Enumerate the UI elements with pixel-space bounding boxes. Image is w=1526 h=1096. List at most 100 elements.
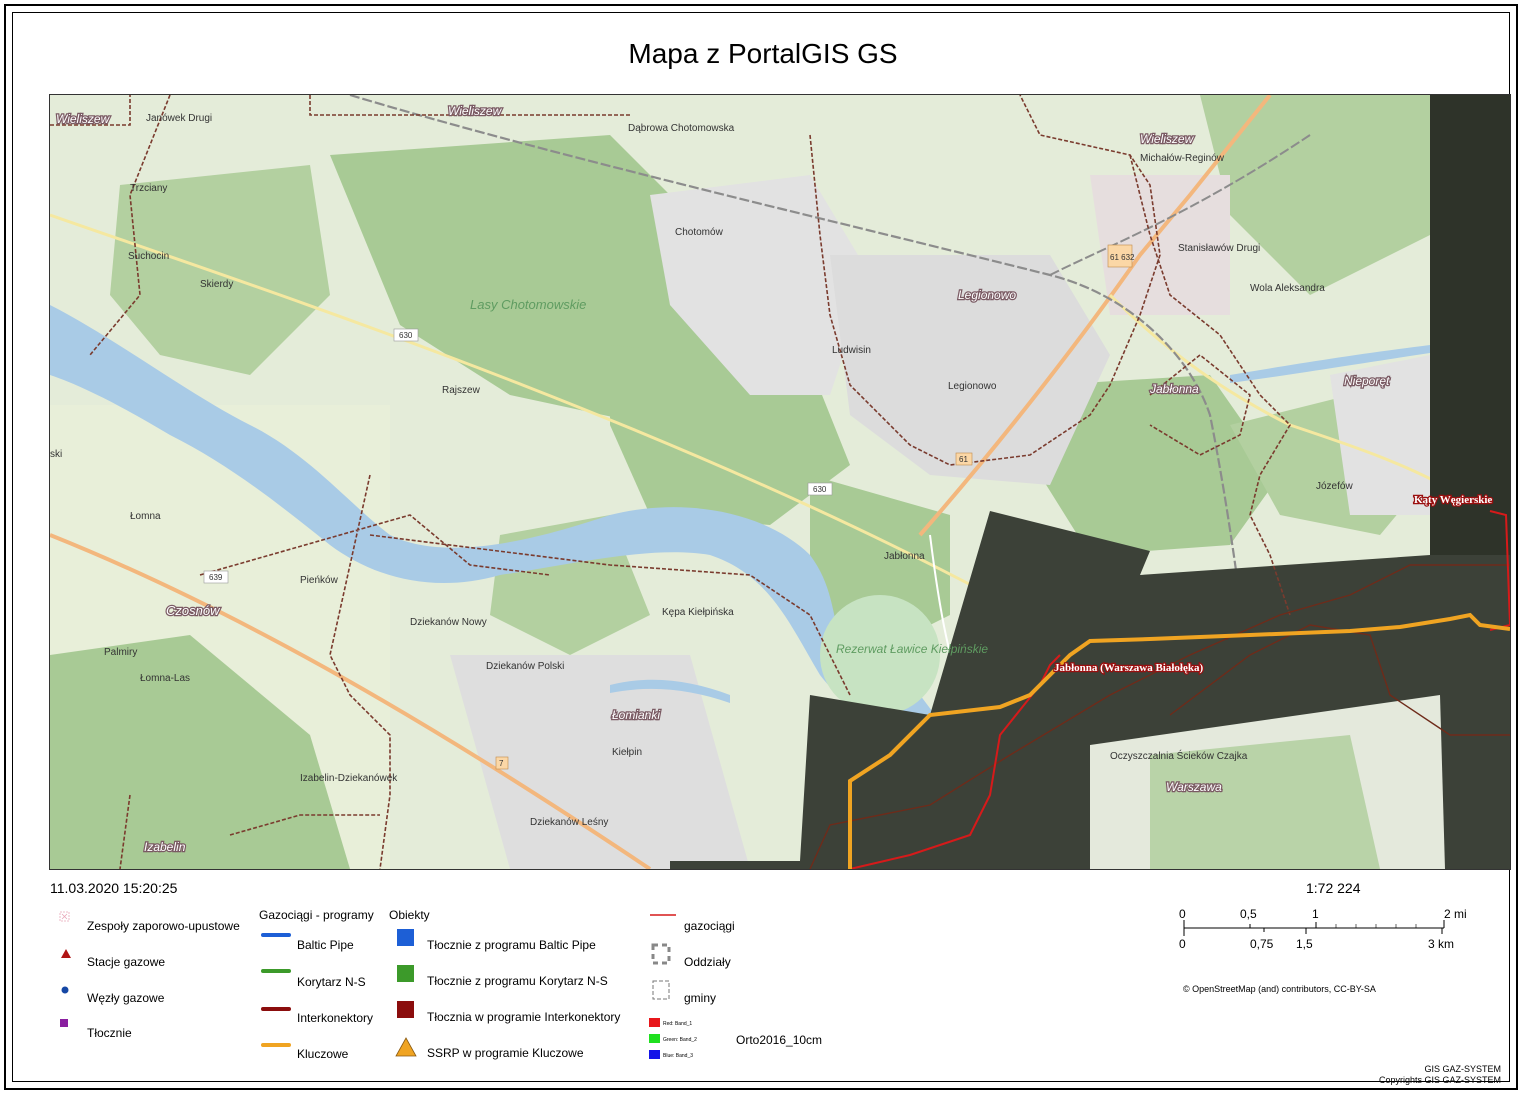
label-kepa: Kępa Kiełpińska — [662, 607, 734, 618]
label-dziekanow-polski: Dziekanów Polski — [486, 661, 564, 672]
scalebar-km-15: 1,5 — [1296, 937, 1313, 951]
label-nieporet: Nieporęt — [1344, 374, 1390, 388]
label-rezerwat: Rezerwat Ławice Kiełpińskie — [836, 642, 988, 656]
label-izabelin-dziekanowek: Izabelin-Dziekanówek — [300, 773, 398, 784]
legend-gazociagi-label: gazociągi — [684, 919, 735, 933]
legend-ssrp-label: SSRP w programie Kluczowe — [427, 1046, 584, 1060]
urban-chotomow — [650, 175, 870, 395]
tlocznia-korytarz-square-icon — [397, 965, 414, 982]
legend-obiekty-header: Obiekty — [389, 908, 430, 922]
osm-attribution: © OpenStreetMap (and) contributors, CC-B… — [1183, 984, 1376, 994]
legend-raster-name: Orto2016_10cm — [736, 1033, 823, 1047]
scalebar-km-075: 0,75 — [1250, 937, 1274, 951]
label-warszawa: Warszawa — [1166, 780, 1222, 794]
label-wola: Wola Aleksandra — [1250, 283, 1325, 294]
urban-legionowo — [830, 255, 1110, 485]
urban-lomianki — [450, 655, 750, 869]
gas-pipeline-kluczowe — [848, 612, 1510, 869]
label-wieliszew-3: Wieliszew — [1140, 132, 1195, 146]
copyright-line-2: Copyrights GIS GAZ-SYSTEM — [1378, 1075, 1501, 1085]
oddzialy-boundary-icon — [651, 943, 671, 965]
label-chotomow: Chotomów — [675, 227, 724, 238]
label-ludwisin: Ludwisin — [832, 345, 871, 356]
label-stanislawow: Stanisławów Drugi — [1178, 243, 1260, 254]
label-michalow: Michałów-Reginów — [1140, 153, 1225, 164]
label-legionowo: Legionowo — [948, 381, 997, 392]
compressor-square-icon — [60, 1019, 68, 1027]
legend-band-green: Green: Band_2 — [663, 1037, 697, 1043]
map-view[interactable]: Wieliszew Janówek Drugi Wieliszew Dąbrow… — [49, 94, 1511, 870]
label-lasy-chotomowskie: Lasy Chotomowskie — [470, 297, 586, 312]
label-lomianki: Łomianki — [612, 708, 660, 722]
label-palmiry: Palmiry — [104, 647, 137, 658]
legend-kluczowe-label: Kluczowe — [297, 1047, 349, 1061]
scalebar: 0 0,5 1 2 mi 0 0,75 1,5 3 km — [1179, 907, 1467, 951]
road-7 — [50, 533, 652, 869]
label-rajszew: Rajszew — [442, 385, 481, 396]
scalebar-mi-05: 0,5 — [1240, 907, 1257, 921]
gazociagi-line-icon — [650, 914, 676, 916]
label-lomna: Łomna — [130, 511, 161, 522]
tlocznia-interkonektory-square-icon — [397, 1001, 414, 1018]
interkonektory-line-icon — [261, 1007, 291, 1011]
map-scale-ratio: 1:72 224 — [1306, 880, 1361, 896]
legend-tlocznie-label: Tłocznie — [87, 1026, 132, 1040]
legend-gminy-label: gminy — [684, 991, 717, 1005]
valve-station-icon — [59, 911, 70, 922]
label-jablonna: Jabłonna — [884, 551, 925, 562]
scalebar-mi-1: 1 — [1312, 907, 1319, 921]
label-jablonna-it: Jabłonna — [1149, 382, 1199, 396]
band-blue-swatch — [649, 1050, 660, 1059]
label-dziekanow-lesny: Dziekanów Leśny — [530, 817, 608, 828]
gas-station-triangle-icon — [61, 949, 71, 958]
label-jozefow: Józefów — [1316, 481, 1353, 492]
scalebar-mi-0: 0 — [1179, 907, 1186, 921]
ssrp-triangle-icon — [395, 1037, 417, 1057]
legend-interkonektory-label: Interkonektory — [297, 1011, 374, 1025]
road-630 — [50, 213, 991, 597]
gas-pipeline-red — [849, 654, 1061, 869]
label-pienkow: Pieńków — [300, 575, 339, 586]
road-shield-61-632: 61 632 — [1110, 253, 1135, 262]
gminy-boundary-icon — [652, 980, 670, 1000]
label-dziekanow-nowy: Dziekanów Nowy — [410, 617, 487, 628]
band-red-swatch — [649, 1018, 660, 1027]
label-wieliszew-1: Wieliszew — [56, 112, 111, 126]
road-shield-630-a: 630 — [399, 331, 413, 340]
legend-band-blue: Blue: Band_3 — [663, 1053, 694, 1059]
scalebar-mi-2: 2 mi — [1444, 907, 1467, 921]
label-oczyszczalnia: Oczyszczalnia Ścieków Czajka — [1110, 749, 1248, 762]
kluczowe-line-icon — [261, 1043, 291, 1047]
scalebar-km-3: 3 km — [1428, 937, 1454, 951]
legend-zespoly-label: Zespoły zaporowo-upustowe — [87, 919, 240, 933]
road-shield-7: 7 — [499, 759, 504, 768]
legend-baltic-label: Baltic Pipe — [297, 938, 354, 952]
label-lomna-las: Łomna-Las — [140, 673, 190, 684]
label-skierdy: Skierdy — [200, 279, 233, 290]
road-shield-61: 61 — [959, 455, 968, 464]
label-janowek: Janówek Drugi — [146, 113, 212, 124]
label-suchocin: Suchocin — [128, 251, 169, 262]
gas-node-dot-icon — [61, 986, 69, 994]
legend-korytarz-label: Korytarz N-S — [297, 975, 366, 989]
legend-tl-korytarz-label: Tłocznie z programu Korytarz N-S — [427, 974, 608, 988]
road-shield-630-b: 630 — [813, 485, 827, 494]
label-legionowo-it: Legionowo — [958, 288, 1016, 302]
label-trzciany: Trzciany — [130, 183, 167, 194]
label-ski: ski — [50, 449, 62, 460]
copyright-line-1: GIS GAZ-SYSTEM — [1424, 1064, 1501, 1074]
label-jablonna-warszawa: Jabłonna (Warszawa Białołęka) — [1054, 662, 1203, 674]
gas-station-marker[interactable] — [1055, 664, 1061, 670]
legend-band-red: Red: Band_1 — [663, 1021, 693, 1027]
municipality-boundary — [50, 95, 1161, 466]
page-title: Mapa z PortalGIS GS — [628, 38, 898, 69]
print-datetime: 11.03.2020 15:20:25 — [50, 880, 178, 896]
road-61 — [918, 95, 1272, 537]
label-katy-wegierskie: Kąty Węgierskie — [1414, 494, 1492, 506]
scalebar-km-0: 0 — [1179, 937, 1186, 951]
map-canvas: Wieliszew Janówek Drugi Wieliszew Dąbrow… — [50, 95, 1510, 869]
label-dabrowa: Dąbrowa Chotomowska — [628, 123, 735, 134]
legend-oddzialy-label: Oddziały — [684, 955, 731, 969]
label-wieliszew-2: Wieliszew — [448, 104, 503, 118]
legend-gazociagi-programy-header: Gazociągi - programy — [259, 908, 374, 922]
